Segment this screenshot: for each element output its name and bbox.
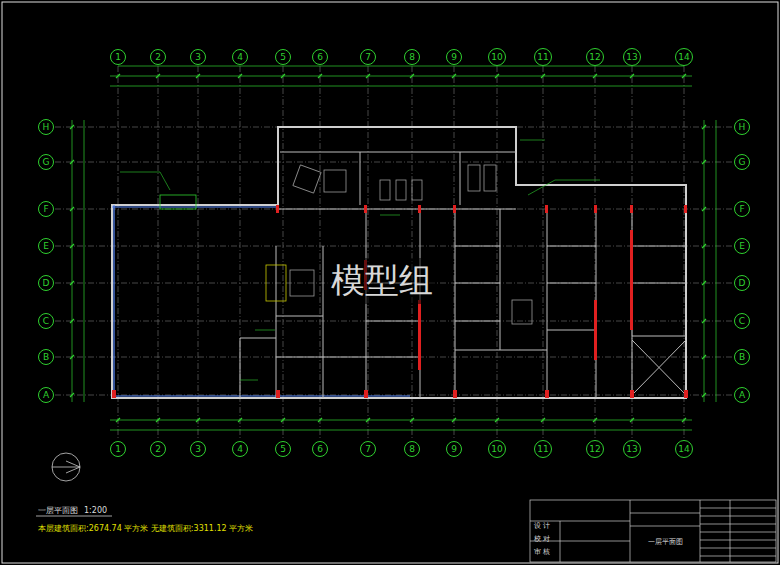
axis-number: F [739,204,744,214]
title-block-cell: 校 对 [534,534,550,544]
axis-number: A [739,390,745,400]
axis-bubble: 14 [675,440,693,458]
title-block-drawing-name: 一层平面图 [648,537,683,547]
axis-number: D [43,278,50,288]
axis-number: 14 [678,444,689,454]
axis-bubble: 7 [360,49,376,65]
axis-bubble: D [38,275,54,291]
axis-bubble: 4 [232,441,248,457]
axis-bubble: 8 [404,49,420,65]
axis-number: E [739,241,745,251]
axis-bubble: 12 [586,440,604,458]
axis-bubble: 13 [623,440,641,458]
title-block-cell: 审 核 [534,547,550,557]
axis-number: H [739,122,746,132]
axis-number: 8 [409,444,415,454]
axis-number: 3 [195,444,201,454]
axis-number: 11 [537,444,548,454]
axis-number: 13 [626,444,637,454]
axis-bubble: F [734,201,750,217]
axis-bubble: 10 [488,48,506,66]
area-note: 本层建筑面积:2674.74 平方米 无建筑面积:3311.12 平方米 [38,523,253,534]
axis-number: G [43,157,50,167]
axis-number: E [43,241,49,251]
axis-bubble: 3 [190,441,206,457]
axis-bubble: C [734,313,750,329]
axis-number: 6 [317,444,323,454]
axis-number: 1 [115,444,121,454]
axis-bubble: 6 [312,441,328,457]
axis-bubble: C [38,313,54,329]
axis-bubble: D [734,275,750,291]
axis-number: 10 [491,444,502,454]
axis-bubble: 5 [275,49,291,65]
axis-bubble: 1 [110,49,126,65]
axis-number: 13 [626,52,637,62]
axis-bubble: A [38,387,54,403]
axis-bubble: 8 [404,441,420,457]
axis-bubble: 9 [446,49,462,65]
axis-number: 2 [155,444,161,454]
axis-bubble: 11 [534,48,552,66]
axis-number: 12 [589,52,600,62]
axis-bubble: 6 [312,49,328,65]
axis-bubble: H [38,119,54,135]
axis-number: 6 [317,52,323,62]
axis-number: 4 [237,52,243,62]
axis-bubble: 12 [586,48,604,66]
axis-number: 5 [280,444,286,454]
axis-bubble: F [38,201,54,217]
axis-number: 8 [409,52,415,62]
title-block-cell: 设 计 [534,521,550,531]
watermark: 模型组 [327,258,437,304]
axis-bubble: 3 [190,49,206,65]
axis-number: 11 [537,52,548,62]
axis-bubble: 13 [623,48,641,66]
axis-number: 1 [115,52,121,62]
axis-bubble: 11 [534,440,552,458]
axis-number: A [43,390,49,400]
axis-bubble: 10 [488,440,506,458]
axis-number: 7 [365,444,371,454]
axis-number: 5 [280,52,286,62]
axis-bubble: E [734,238,750,254]
axis-number: 9 [451,444,457,454]
axis-number: G [739,157,746,167]
axis-bubble: 5 [275,441,291,457]
scale: 1:200 [84,506,107,515]
axis-bubble: 1 [110,441,126,457]
axis-bubble: H [734,119,750,135]
axis-bubble: 7 [360,441,376,457]
axis-number: B [739,352,745,362]
axis-bubble: G [38,154,54,170]
axis-number: 9 [451,52,457,62]
axis-bubble: E [38,238,54,254]
axis-number: 4 [237,444,243,454]
axis-number: 12 [589,444,600,454]
axis-number: 7 [365,52,371,62]
axis-bubble: 2 [150,49,166,65]
axis-bubble: 9 [446,441,462,457]
axis-bubble: B [38,349,54,365]
axis-number: 14 [678,52,689,62]
axis-bubble: 4 [232,49,248,65]
axis-bubble: 14 [675,48,693,66]
drawing-title: 一层平面图 [38,505,78,516]
axis-number: B [43,352,49,362]
axis-number: 2 [155,52,161,62]
axis-number: C [43,316,49,326]
axis-bubble: G [734,154,750,170]
axis-bubble: A [734,387,750,403]
axis-number: D [739,278,746,288]
axis-number: C [739,316,745,326]
axis-bubble: 2 [150,441,166,457]
axis-number: 3 [195,52,201,62]
axis-number: 10 [491,52,502,62]
axis-bubble: B [734,349,750,365]
axis-number: F [43,204,48,214]
axis-number: H [43,122,50,132]
